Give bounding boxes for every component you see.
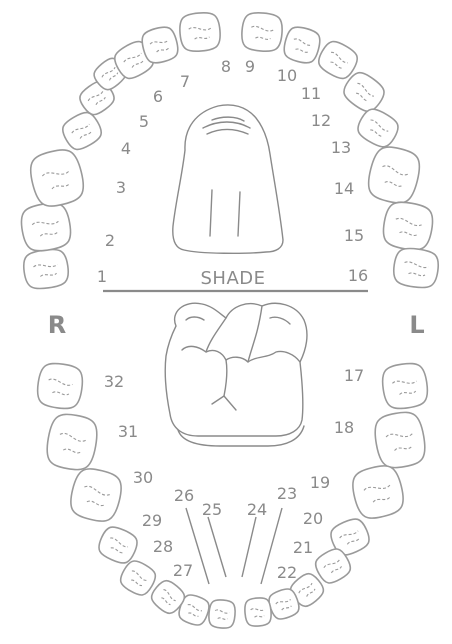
tooth-number-18: 18 <box>334 420 354 436</box>
upper-tooth <box>380 199 435 253</box>
tooth-number-7: 7 <box>180 74 190 90</box>
lower-tooth <box>208 599 236 629</box>
incisor-illustration <box>173 105 283 253</box>
tooth-number-29: 29 <box>142 513 162 529</box>
right-side-label: R <box>48 313 66 337</box>
lower-tooth <box>244 597 272 627</box>
lower-tooth <box>380 361 430 411</box>
upper-tooth <box>354 105 403 152</box>
tooth-number-9: 9 <box>245 59 255 75</box>
upper-tooth <box>22 247 71 291</box>
tooth-number-3: 3 <box>116 180 126 196</box>
upper-tooth <box>18 200 73 254</box>
tooth-number-2: 2 <box>105 233 115 249</box>
tooth-number-21: 21 <box>293 540 313 556</box>
upper-tooth <box>240 11 283 52</box>
tooth-number-6: 6 <box>153 89 163 105</box>
tooth-number-10: 10 <box>277 68 297 84</box>
tooth-number-12: 12 <box>311 113 331 129</box>
upper-tooth <box>364 143 424 207</box>
shade-label: SHADE <box>200 270 265 288</box>
molar-illustration <box>165 303 307 446</box>
tooth-number-19: 19 <box>310 475 330 491</box>
upper-tooth <box>178 11 221 52</box>
tooth-number-23: 23 <box>277 486 297 502</box>
lower-tooth <box>349 462 408 522</box>
tooth-number-27: 27 <box>173 563 193 579</box>
incisor-guide-lines <box>186 508 282 584</box>
left-side-label: L <box>409 313 424 337</box>
upper-tooth <box>392 246 441 290</box>
tooth-number-25: 25 <box>202 502 222 518</box>
tooth-number-30: 30 <box>133 470 153 486</box>
tooth-number-1: 1 <box>97 269 107 285</box>
upper-tooth <box>58 108 105 154</box>
lower-tooth <box>372 409 429 471</box>
tooth-number-13: 13 <box>331 140 351 156</box>
tooth-number-22: 22 <box>277 565 297 581</box>
tooth-number-26: 26 <box>174 488 194 504</box>
tooth-number-14: 14 <box>334 181 354 197</box>
tooth-number-16: 16 <box>348 268 368 284</box>
tooth-number-11: 11 <box>301 86 321 102</box>
tooth-number-32: 32 <box>104 374 124 390</box>
lower-tooth <box>67 465 126 525</box>
tooth-number-20: 20 <box>303 511 323 527</box>
lower-tooth <box>44 411 101 473</box>
tooth-number-5: 5 <box>139 114 149 130</box>
tooth-number-4: 4 <box>121 141 131 157</box>
tooth-number-24: 24 <box>247 502 267 518</box>
tooth-number-15: 15 <box>344 228 364 244</box>
upper-arch <box>18 11 440 291</box>
tooth-number-17: 17 <box>344 368 364 384</box>
tooth-number-28: 28 <box>153 539 173 555</box>
tooth-number-8: 8 <box>221 59 231 75</box>
upper-tooth <box>26 146 88 210</box>
upper-tooth <box>281 24 323 66</box>
tooth-number-31: 31 <box>118 424 138 440</box>
lower-arch <box>35 361 430 629</box>
lower-tooth <box>35 361 85 411</box>
